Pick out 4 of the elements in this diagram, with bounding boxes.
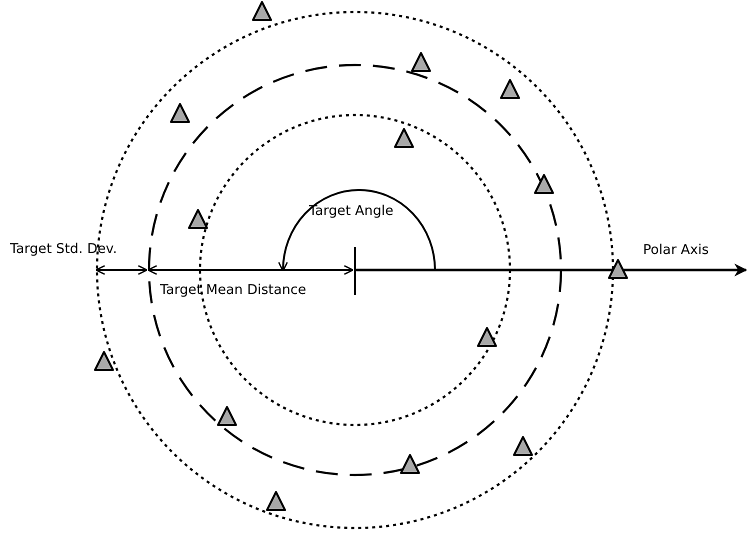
axis-label: Target Angle bbox=[309, 203, 394, 219]
axis-label: Polar Axis bbox=[643, 242, 709, 258]
axis-label: Target Std. Dev. bbox=[10, 241, 118, 257]
axis-label: Target Mean Distance bbox=[160, 282, 306, 298]
